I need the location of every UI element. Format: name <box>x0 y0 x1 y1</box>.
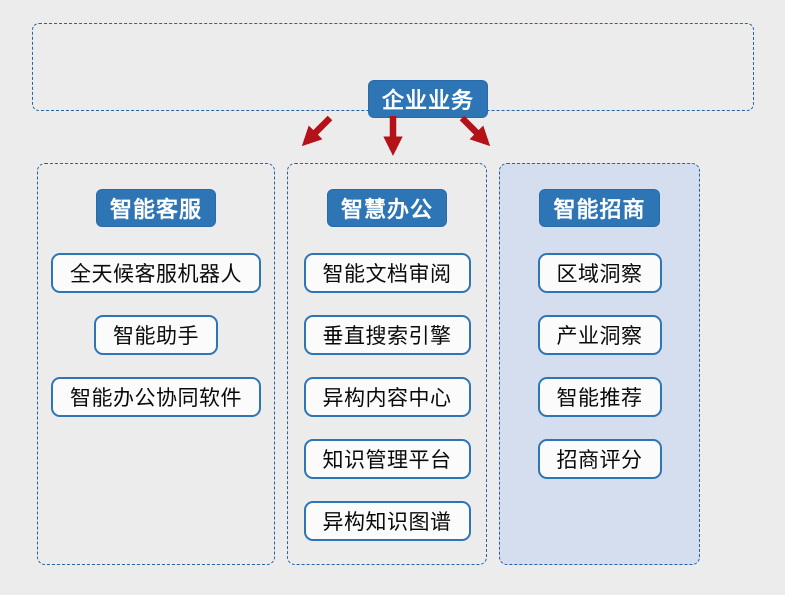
group-header-label: 智能客服 <box>109 197 202 222</box>
item-node[interactable]: 知识管理平台 <box>303 439 471 479</box>
group-header-label: 智能招商 <box>553 197 646 222</box>
item-node[interactable]: 区域洞察 <box>537 253 662 293</box>
item-node[interactable]: 产业洞察 <box>537 315 662 355</box>
root-group-container: 企业业务 <box>32 23 754 118</box>
item-node[interactable]: 智能文档审阅 <box>303 253 471 293</box>
group-header-smart-office[interactable]: 智慧办公 <box>326 189 447 227</box>
branch-arrows <box>301 115 491 156</box>
root-node-label: 企业业务 <box>382 88 475 113</box>
down-right-arrow-icon <box>459 115 491 147</box>
group-smart-office: 智慧办公 智能文档审阅 垂直搜索引擎 异构内容中心 知识管理平台 异构知识图谱 <box>287 163 487 565</box>
item-node[interactable]: 招商评分 <box>537 439 662 479</box>
item-node[interactable]: 异构知识图谱 <box>303 501 471 541</box>
group-header-label: 智慧办公 <box>340 197 433 222</box>
item-node[interactable]: 异构内容中心 <box>303 377 471 417</box>
group-header-investment[interactable]: 智能招商 <box>539 189 660 227</box>
item-node[interactable]: 垂直搜索引擎 <box>303 315 471 355</box>
root-node[interactable]: 企业业务 <box>368 80 489 118</box>
group-header-customer-service[interactable]: 智能客服 <box>95 189 216 227</box>
item-node[interactable]: 智能助手 <box>94 315 218 355</box>
item-node[interactable]: 智能推荐 <box>537 377 662 417</box>
item-node[interactable]: 智能办公协同软件 <box>51 377 261 417</box>
group-investment: 智能招商 区域洞察 产业洞察 智能推荐 招商评分 <box>499 163 700 565</box>
group-customer-service: 智能客服 全天候客服机器人 智能助手 智能办公协同软件 <box>37 163 275 565</box>
item-node[interactable]: 全天候客服机器人 <box>51 253 261 293</box>
down-left-arrow-icon <box>301 115 333 147</box>
